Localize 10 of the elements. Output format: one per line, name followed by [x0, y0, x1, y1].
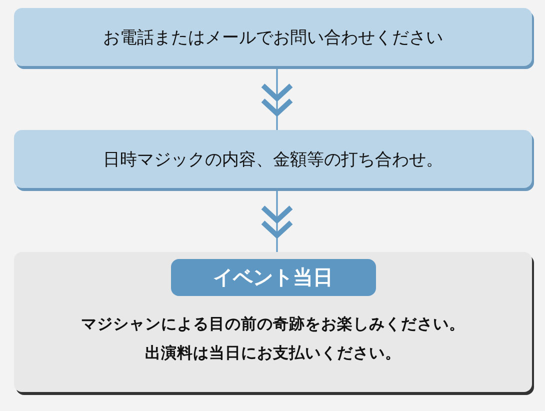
step-box — [14, 130, 532, 188]
event-day-panel — [14, 252, 532, 392]
step-box — [14, 8, 532, 66]
body-text: マジシャンによる目の前の奇跡をお楽しみください。 — [81, 314, 465, 335]
double-chevron-arrow — [260, 69, 294, 130]
step-text: 日時マジックの内容、金額等の打ち合わせ。 — [103, 148, 443, 170]
double-chevron-arrow — [260, 191, 294, 252]
body-text: 出演料は当日にお支払いください。 — [145, 343, 401, 364]
heading-badge: イベント当日 — [170, 259, 376, 296]
step-text: お電話またはメールでお問い合わせください — [103, 26, 443, 48]
